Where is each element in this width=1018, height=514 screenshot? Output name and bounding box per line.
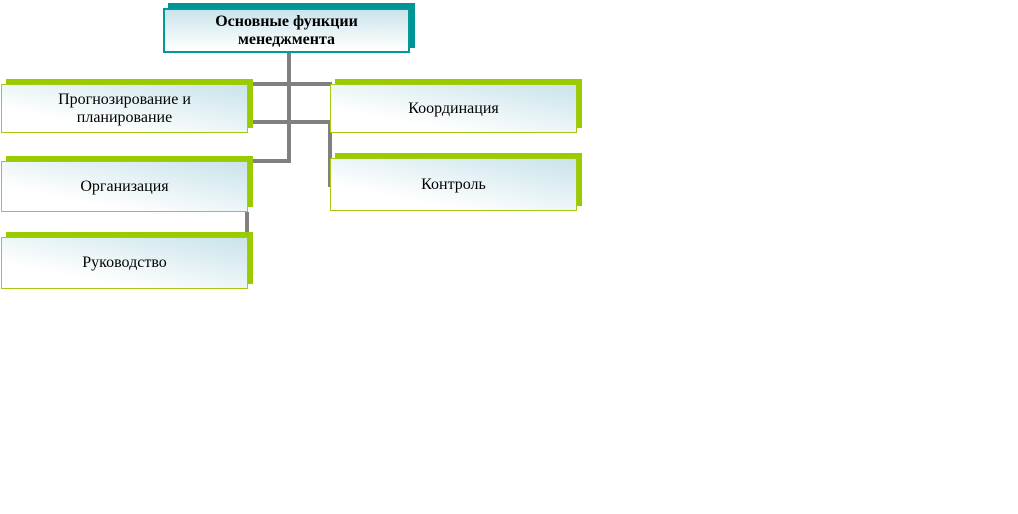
node-leadership: Руководство: [1, 237, 248, 289]
connector-title-vertical: [287, 53, 291, 163]
node-label: Координация: [408, 99, 499, 117]
node-label: Организация: [80, 177, 169, 195]
connector-top-horizontal: [248, 82, 332, 86]
node-title-label: Основные функции менеджмента: [215, 12, 358, 48]
node-forecasting-planning: Прогнозирование и планирование: [1, 84, 248, 133]
node-label: Контроль: [421, 175, 486, 193]
node-coordination: Координация: [330, 84, 577, 133]
node-label: Прогнозирование и планирование: [58, 90, 191, 126]
node-title: Основные функции менеджмента: [163, 8, 410, 53]
connector-middle-horizontal: [248, 120, 332, 124]
connector-organization-horizontal: [248, 159, 291, 163]
node-control: Контроль: [330, 158, 577, 211]
connector-control-vertical: [328, 120, 332, 187]
node-label: Руководство: [82, 254, 167, 272]
connector-leadership-vertical: [245, 212, 249, 237]
node-organization: Организация: [1, 161, 248, 212]
